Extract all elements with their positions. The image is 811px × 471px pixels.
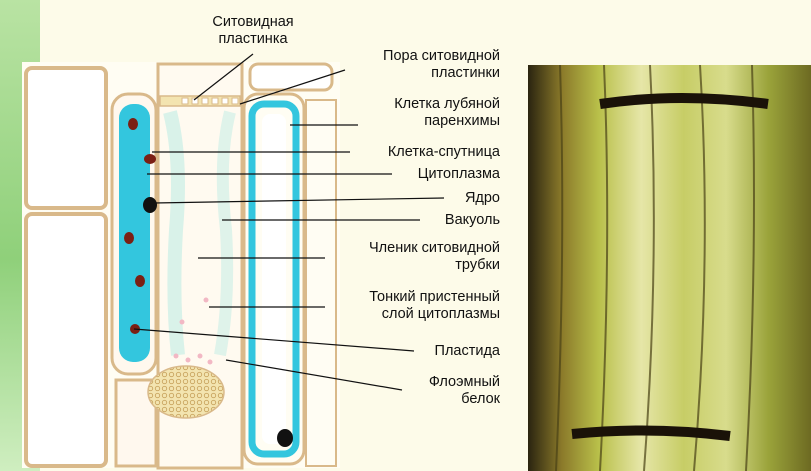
- label-phloem-protein: Флоэмный белок: [330, 374, 500, 408]
- nucleus-black: [143, 197, 157, 213]
- label-sieve-tube-line1: Членик ситовидной: [300, 240, 500, 257]
- companion-cell-cytoplasm: [119, 104, 150, 362]
- label-thin-layer-line1: Тонкий пристенный: [300, 289, 500, 306]
- label-sieve-tube-line2: трубки: [300, 257, 500, 274]
- label-sieve-plate-pore-line2: пластинки: [330, 65, 500, 82]
- cell-diagram: [22, 62, 340, 468]
- microscope-photo: [528, 65, 811, 471]
- label-thin-parietal-layer: Тонкий пристенный слой цитоплазмы: [300, 289, 500, 323]
- label-cytoplasm: Цитоплазма: [330, 166, 500, 183]
- label-sieve-plate-line1: Ситовидная: [188, 14, 318, 31]
- label-sieve-plate-pore-line1: Пора ситовидной: [330, 48, 500, 65]
- parenchyma-cell-left-bottom: [26, 214, 106, 466]
- label-phloem-parenchyma-line1: Клетка лубяной: [330, 96, 500, 113]
- phloem-protein-mass: [148, 366, 224, 418]
- label-plastid: Пластида: [330, 343, 500, 360]
- label-thin-layer-line2: слой цитоплазмы: [300, 306, 500, 323]
- label-sieve-plate: Ситовидная пластинка: [188, 14, 318, 48]
- label-sieve-plate-pore: Пора ситовидной пластинки: [330, 48, 500, 82]
- parenchyma-cell-left-top: [26, 68, 106, 208]
- label-sieve-tube-member: Членик ситовидной трубки: [300, 240, 500, 274]
- label-nucleus: Ядро: [330, 190, 500, 207]
- label-phloem-parenchyma-cell: Клетка лубяной паренхимы: [330, 96, 500, 130]
- label-sieve-plate-line2: пластинка: [188, 31, 318, 48]
- label-companion-cell: Клетка-спутница: [330, 144, 500, 161]
- label-phloem-protein-line2: белок: [330, 391, 500, 408]
- label-vacuole: Вакуоль: [330, 212, 500, 229]
- label-phloem-protein-line1: Флоэмный: [330, 374, 500, 391]
- label-phloem-parenchyma-line2: паренхимы: [330, 113, 500, 130]
